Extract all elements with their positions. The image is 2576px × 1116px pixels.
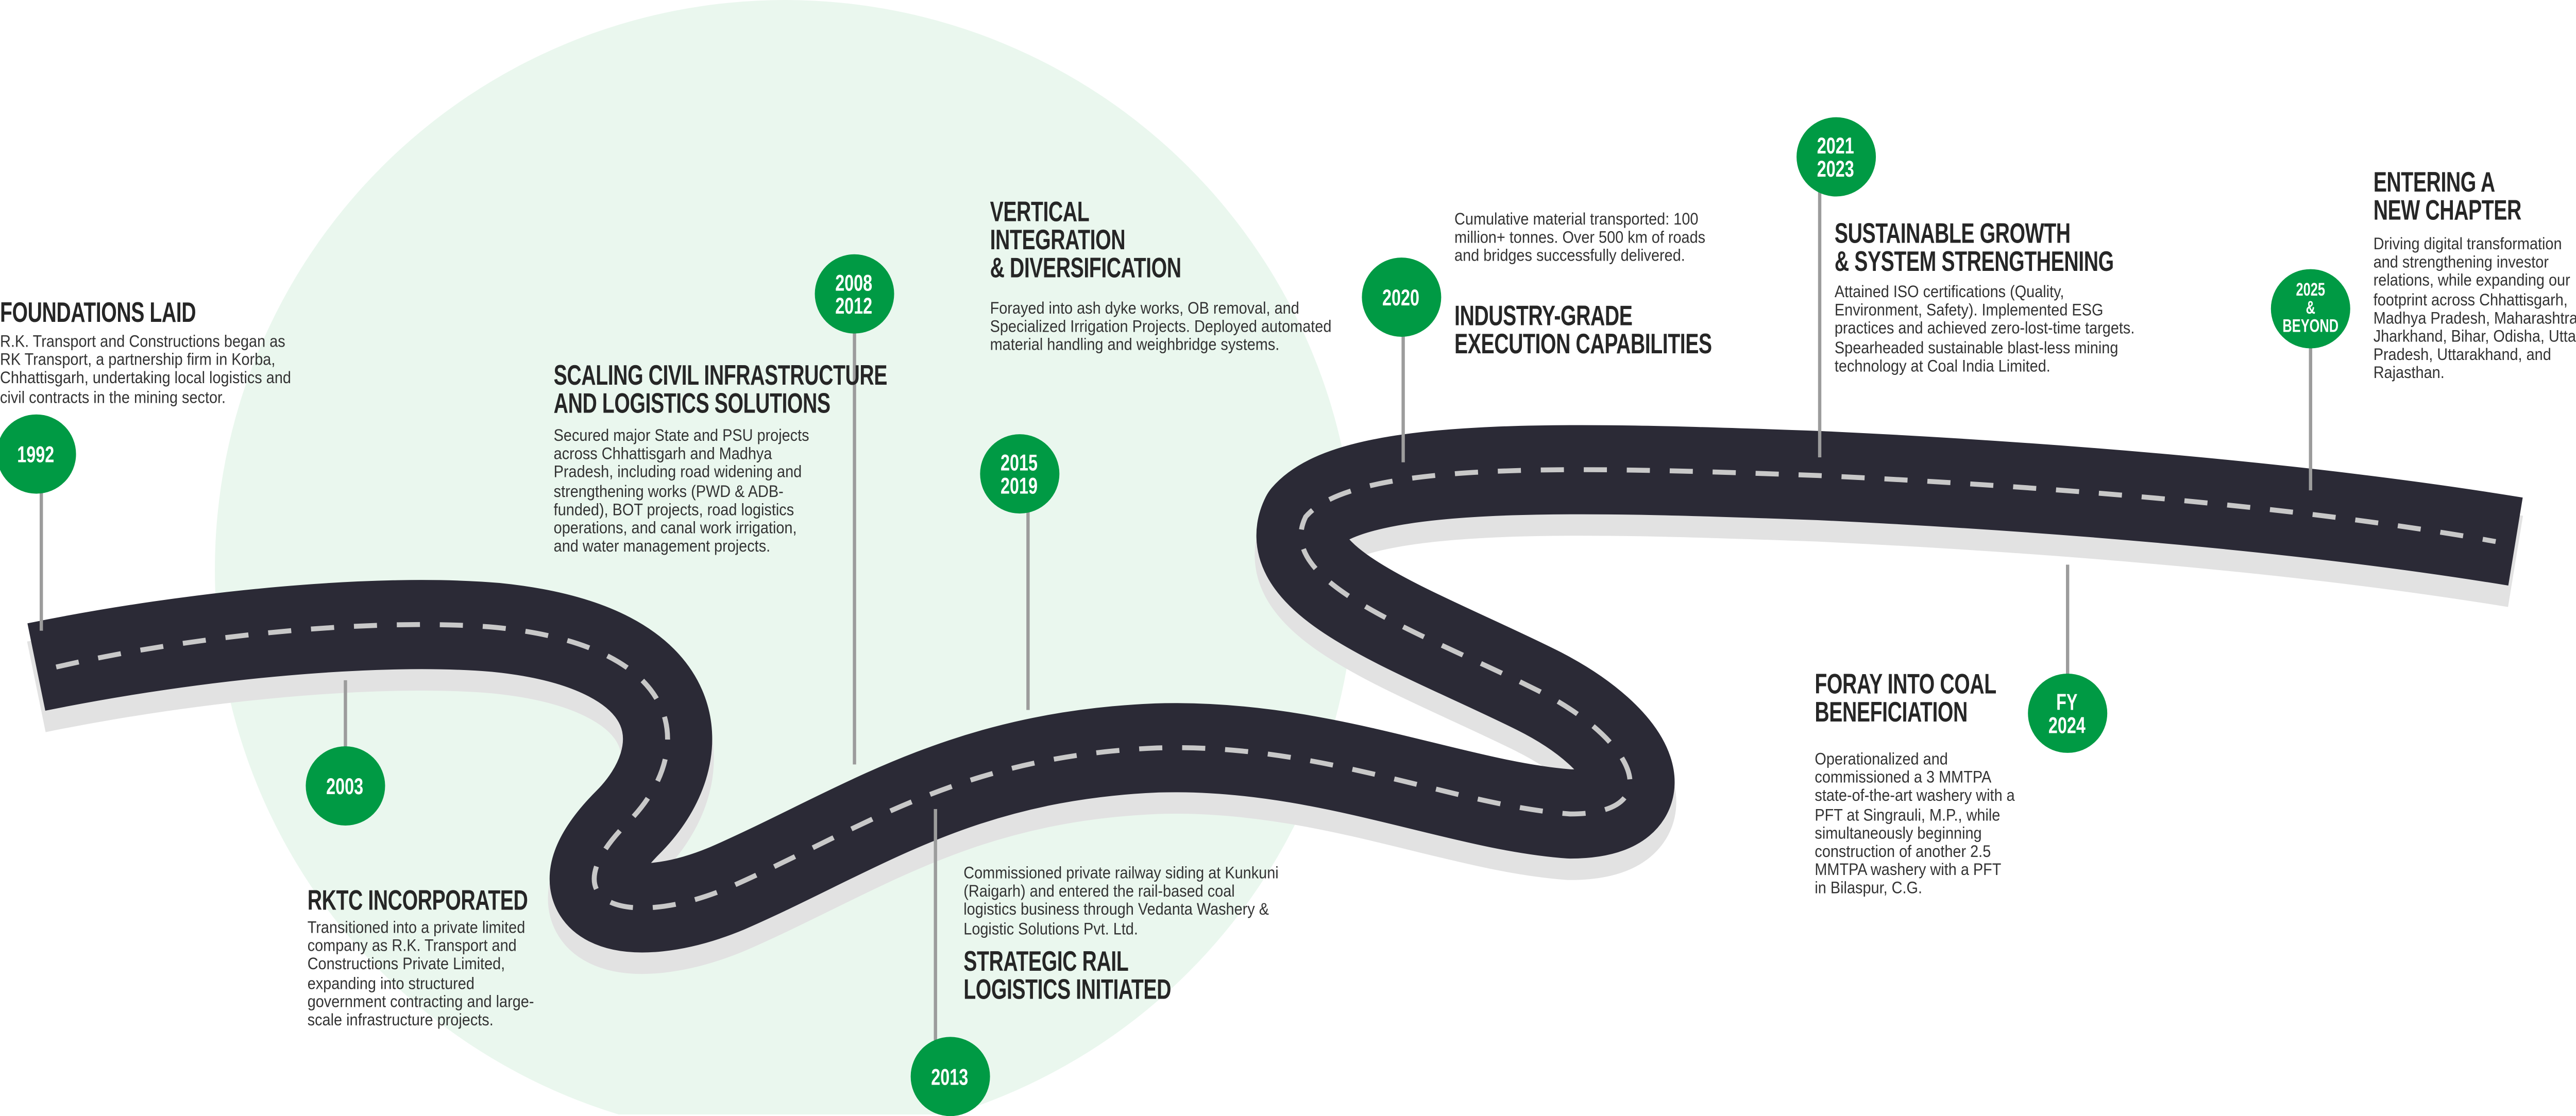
stem-2015 <box>1026 503 1030 710</box>
year-label: 2020 <box>1383 284 1420 311</box>
year-label: 2015 2019 <box>1001 449 1039 499</box>
milestone-description: Transitioned into a private limited comp… <box>307 919 534 1031</box>
year-label: 2013 <box>931 1063 969 1090</box>
year-badge-2025-beyond: 2025 & BEYOND <box>2270 269 2350 349</box>
road <box>27 425 2523 953</box>
milestone-description: Cumulative material transported: 100 mil… <box>1454 211 1706 267</box>
milestone-title: SCALING CIVIL INFRASTRUCTURE AND LOGISTI… <box>553 359 888 420</box>
milestone-description: Secured major State and PSU projects acr… <box>553 427 809 557</box>
milestone-title: VERTICAL INTEGRATION & DIVERSIFICATION <box>990 196 1181 284</box>
milestone-title: STRATEGIC RAIL LOGISTICS INITIATED <box>963 946 1172 1006</box>
milestone-title: INDUSTRY-GRADE EXECUTION CAPABILITIES <box>1454 300 1712 360</box>
milestone-title: SUSTAINABLE GROWTH & SYSTEM STRENGTHENIN… <box>1834 218 2114 278</box>
year-label: FY 2024 <box>2049 688 2087 739</box>
year-label: 1992 <box>18 441 55 468</box>
year-badge-2020: 2020 <box>1362 257 1442 337</box>
year-label: 2008 2012 <box>836 269 873 319</box>
background-circle <box>215 0 1355 1115</box>
year-label: 2003 <box>327 772 364 799</box>
year-badge-2013: 2013 <box>910 1037 990 1116</box>
road-center-dashes <box>55 467 2496 911</box>
milestone-title: RKTC INCORPORATED <box>307 885 528 917</box>
milestone-title: ENTERING A NEW CHAPTER <box>2373 166 2522 227</box>
year-badge-2003: 2003 <box>306 746 385 826</box>
year-badge-fy2024: FY 2024 <box>2028 674 2108 753</box>
year-label: 2021 2023 <box>1818 132 1855 182</box>
milestone-description: Commissioned private railway siding at K… <box>963 865 1279 939</box>
stem-2008 <box>853 322 856 765</box>
milestone-description: Operationalized and commissioned a 3 MMT… <box>1815 751 2015 899</box>
year-badge-2021-2023: 2021 2023 <box>1797 117 1876 197</box>
stem-2021 <box>1818 190 1822 458</box>
year-badge-2008-2012: 2008 2012 <box>815 254 894 334</box>
milestone-title: FOUNDATIONS LAID <box>0 297 196 329</box>
stem-fy2024 <box>2066 564 2070 680</box>
year-label: 2025 & BEYOND <box>2282 280 2339 336</box>
stem-2003 <box>344 680 347 757</box>
milestone-title: FORAY INTO COAL BENEFICIATION <box>1815 668 1996 728</box>
milestone-description: Forayed into ash dyke works, OB removal,… <box>990 300 1332 356</box>
stem-2020 <box>1401 330 1405 462</box>
milestone-description: Attained ISO certifications (Quality, En… <box>1834 284 2135 376</box>
year-badge-2015-2019: 2015 2019 <box>980 434 1060 514</box>
milestone-description: Driving digital transformation and stren… <box>2373 236 2576 384</box>
stem-2013 <box>934 809 937 1040</box>
stem-1992 <box>39 478 43 631</box>
year-badge-1992: 1992 <box>0 414 76 494</box>
stem-2025 <box>2309 338 2312 491</box>
milestone-description: R.K. Transport and Constructions began a… <box>0 333 291 407</box>
